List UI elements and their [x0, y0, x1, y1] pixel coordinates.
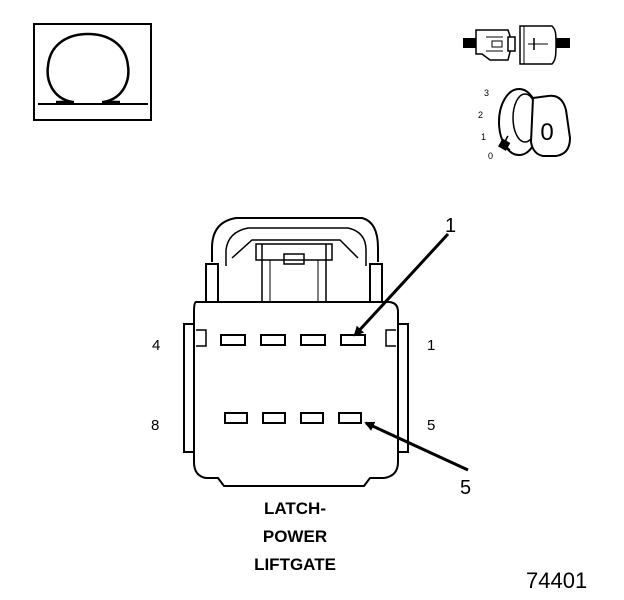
pin-cavity-top-1	[220, 334, 246, 346]
pin-cavity-bottom-1	[224, 412, 248, 424]
pin-cavity-top-2	[260, 334, 286, 346]
pin-cavity-top-3	[300, 334, 326, 346]
callout-arrow-pin-1	[353, 232, 450, 337]
key-marking: 0	[540, 119, 553, 146]
pin-row-bottom	[224, 412, 362, 424]
pin-label-bottom-right: 5	[427, 417, 435, 434]
title-line-3: LIFTGATE	[254, 555, 336, 574]
pin-cavity-bottom-3	[300, 412, 324, 424]
figure-number: 74401	[526, 568, 587, 593]
pin-label-top-left: 4	[152, 337, 160, 354]
title-line-1: LATCH-	[264, 499, 326, 518]
connector-face	[183, 217, 409, 487]
pin-row-top	[220, 334, 366, 346]
pin-cavity-bottom-4	[338, 412, 362, 424]
connector-title: LATCH- POWER LIFTGATE	[254, 499, 336, 574]
ignition-position-3: 3	[484, 88, 489, 98]
ignition-position-2: 2	[478, 110, 483, 120]
pin-label-top-right: 1	[427, 337, 435, 354]
ignition-position-1: 1	[481, 132, 486, 142]
ignition-key-icon: 0	[498, 88, 572, 157]
pin-cavity-top-4	[340, 334, 366, 346]
pin-label-bottom-left: 8	[151, 417, 159, 434]
callout-arrow-pin-5	[364, 421, 469, 472]
ohm-symbol-icon	[38, 32, 148, 105]
title-line-2: POWER	[263, 527, 327, 546]
callout-label-1: 1	[445, 215, 456, 237]
ohmmeter-panel	[33, 23, 152, 121]
ignition-position-0: 0	[488, 151, 493, 161]
pin-cavity-bottom-2	[262, 412, 286, 424]
callout-label-5: 5	[460, 477, 471, 499]
disconnected-connector-icon	[463, 25, 570, 65]
